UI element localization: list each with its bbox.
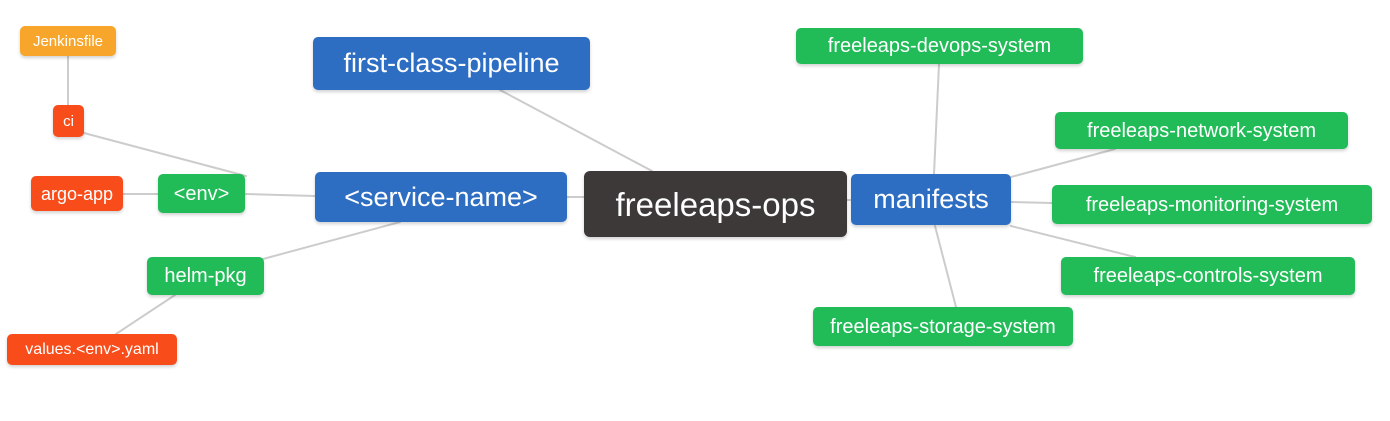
node-freeleaps-ops[interactable]: freeleaps-ops bbox=[584, 171, 847, 237]
node-helm-pkg[interactable]: helm-pkg bbox=[147, 257, 264, 295]
edge-helm-pkg-values-env-yaml bbox=[115, 294, 176, 335]
node-service-name[interactable]: <service-name> bbox=[315, 172, 567, 222]
edge-manifests-freeleaps-storage-system bbox=[934, 225, 957, 308]
edge-env-service-name bbox=[244, 193, 316, 197]
node-jenkinsfile[interactable]: Jenkinsfile bbox=[20, 26, 116, 56]
node-argo-app[interactable]: argo-app bbox=[31, 176, 123, 211]
node-freeleaps-controls-system[interactable]: freeleaps-controls-system bbox=[1061, 257, 1355, 295]
edge-manifests-freeleaps-devops-system bbox=[933, 63, 940, 175]
node-env[interactable]: <env> bbox=[158, 174, 245, 213]
edge-ci-env bbox=[83, 132, 247, 177]
node-freeleaps-devops-system[interactable]: freeleaps-devops-system bbox=[796, 28, 1083, 64]
node-freeleaps-network-system[interactable]: freeleaps-network-system bbox=[1055, 112, 1348, 149]
node-freeleaps-storage-system[interactable]: freeleaps-storage-system bbox=[813, 307, 1073, 346]
node-first-class-pipeline[interactable]: first-class-pipeline bbox=[313, 37, 590, 90]
node-values-env-yaml[interactable]: values.<env>.yaml bbox=[7, 334, 177, 365]
edge-manifests-freeleaps-monitoring-system bbox=[1010, 201, 1053, 204]
node-ci[interactable]: ci bbox=[53, 105, 84, 137]
edge-manifests-freeleaps-controls-system bbox=[1010, 225, 1136, 258]
node-manifests[interactable]: manifests bbox=[851, 174, 1011, 225]
edge-first-class-pipeline-freeleaps-ops bbox=[499, 89, 653, 172]
node-freeleaps-monitoring-system[interactable]: freeleaps-monitoring-system bbox=[1052, 185, 1372, 224]
edge-manifests-freeleaps-network-system bbox=[1010, 148, 1116, 178]
edge-service-name-helm-pkg bbox=[262, 221, 401, 260]
